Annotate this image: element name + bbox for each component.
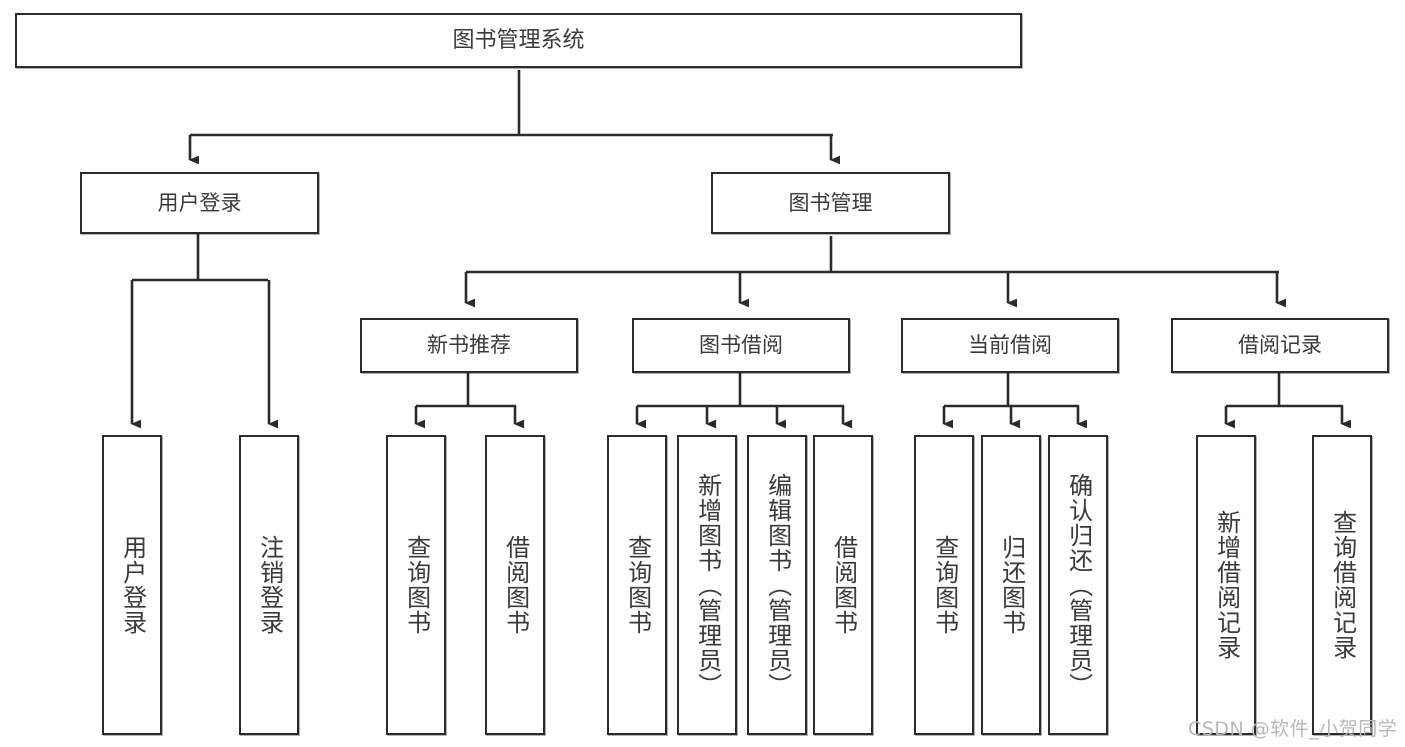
node-leaf-query-record[interactable]: 查询借阅记录 — [1312, 435, 1372, 735]
node-label: 用户登录 — [157, 190, 242, 215]
node-label: 图书管理 — [788, 190, 873, 215]
node-leaf-edit-book[interactable]: 编辑图书（管理员） — [747, 435, 807, 735]
node-label: 图书借阅 — [699, 333, 783, 357]
node-label: 注销登录 — [255, 535, 284, 635]
node-label: 借阅图书 — [829, 535, 858, 635]
node-current-borrowing[interactable]: 当前借阅 — [901, 318, 1119, 373]
node-new-book-recommendation[interactable]: 新书推荐 — [360, 318, 578, 373]
node-label: 查询图书 — [402, 535, 431, 635]
node-label: 编辑图书（管理员） — [763, 472, 792, 698]
node-root-book-management-system[interactable]: 图书管理系统 — [15, 13, 1022, 68]
node-leaf-confirm-return[interactable]: 确认归还（管理员） — [1048, 435, 1108, 735]
node-leaf-query-book-2[interactable]: 查询图书 — [607, 435, 667, 735]
node-leaf-return-book[interactable]: 归还图书 — [981, 435, 1041, 735]
node-user-login[interactable]: 用户登录 — [80, 172, 319, 234]
node-borrowing-record[interactable]: 借阅记录 — [1171, 318, 1389, 373]
node-label: 新增借阅记录 — [1212, 510, 1241, 660]
node-leaf-query-book-3[interactable]: 查询图书 — [914, 435, 974, 735]
node-leaf-borrow-book-1[interactable]: 借阅图书 — [485, 435, 545, 735]
node-label: 查询图书 — [930, 535, 959, 635]
node-label: 借阅图书 — [501, 535, 530, 635]
node-label: 查询借阅记录 — [1328, 510, 1357, 660]
node-label: 图书管理系统 — [452, 27, 585, 53]
node-leaf-query-book-1[interactable]: 查询图书 — [386, 435, 446, 735]
node-label: 借阅记录 — [1238, 333, 1322, 357]
node-book-management[interactable]: 图书管理 — [711, 172, 950, 234]
node-label: 新增图书（管理员） — [693, 472, 722, 698]
node-label: 查询图书 — [623, 535, 652, 635]
node-label: 当前借阅 — [968, 333, 1052, 357]
node-leaf-logout[interactable]: 注销登录 — [239, 435, 299, 735]
node-leaf-add-record[interactable]: 新增借阅记录 — [1196, 435, 1256, 735]
node-label: 归还图书 — [997, 535, 1026, 635]
node-label: 新书推荐 — [427, 333, 511, 357]
csdn-watermark: CSDN @软件_小贺同学 — [1188, 718, 1398, 740]
node-leaf-borrow-book-2[interactable]: 借阅图书 — [813, 435, 873, 735]
node-leaf-add-book[interactable]: 新增图书（管理员） — [677, 435, 737, 735]
node-leaf-user-login[interactable]: 用户登录 — [102, 435, 162, 735]
node-label: 确认归还（管理员） — [1064, 472, 1093, 698]
node-label: 用户登录 — [118, 535, 147, 635]
node-book-borrowing[interactable]: 图书借阅 — [632, 318, 850, 373]
